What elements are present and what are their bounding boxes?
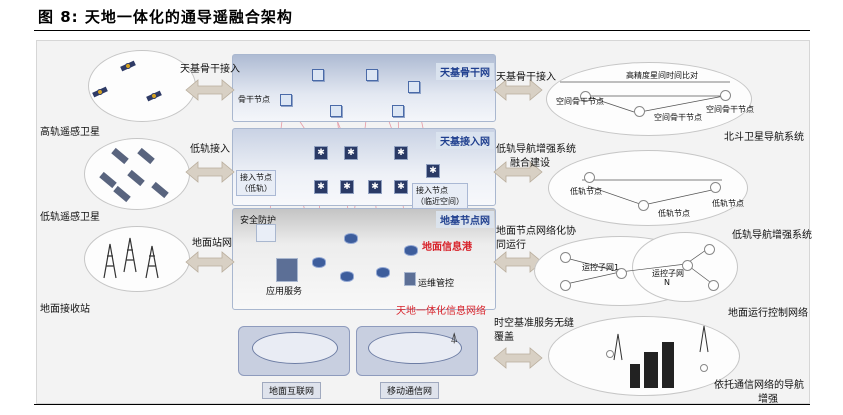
ops-label: 运维管控 [418, 279, 455, 289]
comm-nav-link-label-2: 覆盖 [494, 332, 514, 343]
space-node-b-label: 空间骨干节点 [654, 113, 702, 122]
backbone-node-icon [280, 94, 292, 106]
ops-node-icon [616, 268, 627, 279]
access-node-icon: ✱ [426, 164, 440, 178]
leo-node-icon [638, 200, 649, 211]
leo-node-a-label: 低轨节点 [570, 187, 602, 196]
router-icon [376, 267, 390, 278]
internet-label: 地面互联网 [262, 382, 322, 399]
ground-station-label: 地面接收站 [40, 304, 90, 315]
integrated-network-label: 天地一体化信息网络 [396, 306, 486, 317]
top-rule [34, 30, 810, 31]
figure-title: 图 8: 天地一体化的通导遥融合架构 [38, 8, 293, 26]
bottom-rule [34, 404, 810, 405]
beidou-title: 北斗卫星导航系统 [724, 132, 804, 143]
ops-node-icon [708, 280, 719, 291]
router-icon [344, 233, 358, 244]
access-node-near-space-label: 接入节点 （临近空间） [412, 183, 468, 209]
ops-node-icon [682, 260, 693, 271]
ops-node-icon [704, 244, 715, 255]
low-orbit-label: 低轨遥感卫星 [40, 212, 100, 223]
access-node-icon: ✱ [394, 180, 408, 194]
low-orbit-ellipse [84, 138, 190, 210]
backbone-node-icon [330, 105, 342, 117]
high-orbit-label: 高轨遥感卫星 [40, 127, 100, 138]
backbone-node-icon [312, 69, 324, 81]
leo-node-b-label: 低轨节点 [658, 209, 690, 218]
leo-nav-link-label-2: 融合建设 [510, 158, 550, 169]
ops-node-icon [560, 252, 571, 263]
leo-nav-link-label-1: 低轨导航增强系统 [496, 144, 576, 155]
ground-port-label: 地面信息港 [422, 242, 472, 253]
space-access-label: 天基接入网 [436, 132, 494, 149]
comm-node-icon [606, 350, 614, 358]
leo-node-icon [584, 172, 595, 183]
backbone-node-icon [408, 81, 420, 93]
backbone-node-icon [366, 69, 378, 81]
space-node-c-label: 空间骨干节点 [706, 105, 754, 114]
space-node-icon [634, 106, 645, 117]
ops-subnet-n-label-1: 运控子网 [652, 269, 684, 278]
low-orbit-link-label: 低轨接入 [190, 144, 230, 155]
space-node-a-label: 空间骨干节点 [556, 97, 604, 106]
leo-node-c-label: 低轨节点 [712, 199, 744, 208]
ground-ops-title: 地面运行控制网络 [728, 308, 808, 319]
high-orbit-ellipse [88, 50, 196, 122]
server-icon [276, 258, 298, 282]
mobile-cloud [368, 332, 462, 364]
mobile-label: 移动通信网 [380, 382, 440, 399]
router-icon [340, 271, 354, 282]
ops-node-icon [560, 280, 571, 291]
ops-subnet-1-label: 运控子网1 [582, 263, 620, 272]
access-node-icon: ✱ [314, 146, 328, 160]
space-node-icon [580, 91, 591, 102]
ops-subnet-n-label-2: N [664, 278, 670, 287]
comm-nav-title-2: 增强 [758, 394, 778, 405]
space-node-icon [720, 90, 731, 101]
backbone-node-label: 骨干节点 [238, 95, 270, 104]
internet-cloud [252, 332, 338, 364]
ground-ops-link-label-1: 地面节点网络化协 [496, 226, 576, 237]
router-icon [312, 257, 326, 268]
high-orbit-link-label: 天基骨干接入 [180, 64, 240, 75]
ground-station-link-label: 地面站网 [192, 238, 232, 249]
access-node-icon: ✱ [344, 146, 358, 160]
ground-ops-link-label-2: 同运行 [496, 240, 526, 251]
tower-icon: ⍋ [450, 330, 459, 346]
sync-label: 高精度星间时间比对 [626, 71, 698, 80]
ops-icon [404, 272, 416, 286]
access-node-icon: ✱ [394, 146, 408, 160]
app-service-label: 应用服务 [266, 287, 303, 297]
comm-nav-link-label-1: 时空基准服务无缝 [494, 318, 574, 329]
router-icon [404, 245, 418, 256]
access-node-icon: ✱ [314, 180, 328, 194]
security-icon [256, 224, 276, 242]
comm-node-icon [700, 364, 708, 372]
access-node-icon: ✱ [340, 180, 354, 194]
access-node-low-label: 接入节点 （低轨） [236, 170, 276, 196]
backbone-node-icon [392, 105, 404, 117]
comm-nav-title-1: 依托通信网络的导航 [714, 380, 804, 391]
security-label: 安全防护 [240, 216, 277, 226]
access-node-icon: ✱ [368, 180, 382, 194]
ground-station-ellipse [84, 226, 190, 292]
ground-node-label: 地基节点网 [436, 211, 494, 228]
leo-nav-title: 低轨导航增强系统 [732, 230, 812, 241]
space-backbone-label: 天基骨干网 [436, 63, 494, 80]
leo-node-icon [710, 182, 721, 193]
beidou-link-label: 天基骨干接入 [496, 72, 556, 83]
